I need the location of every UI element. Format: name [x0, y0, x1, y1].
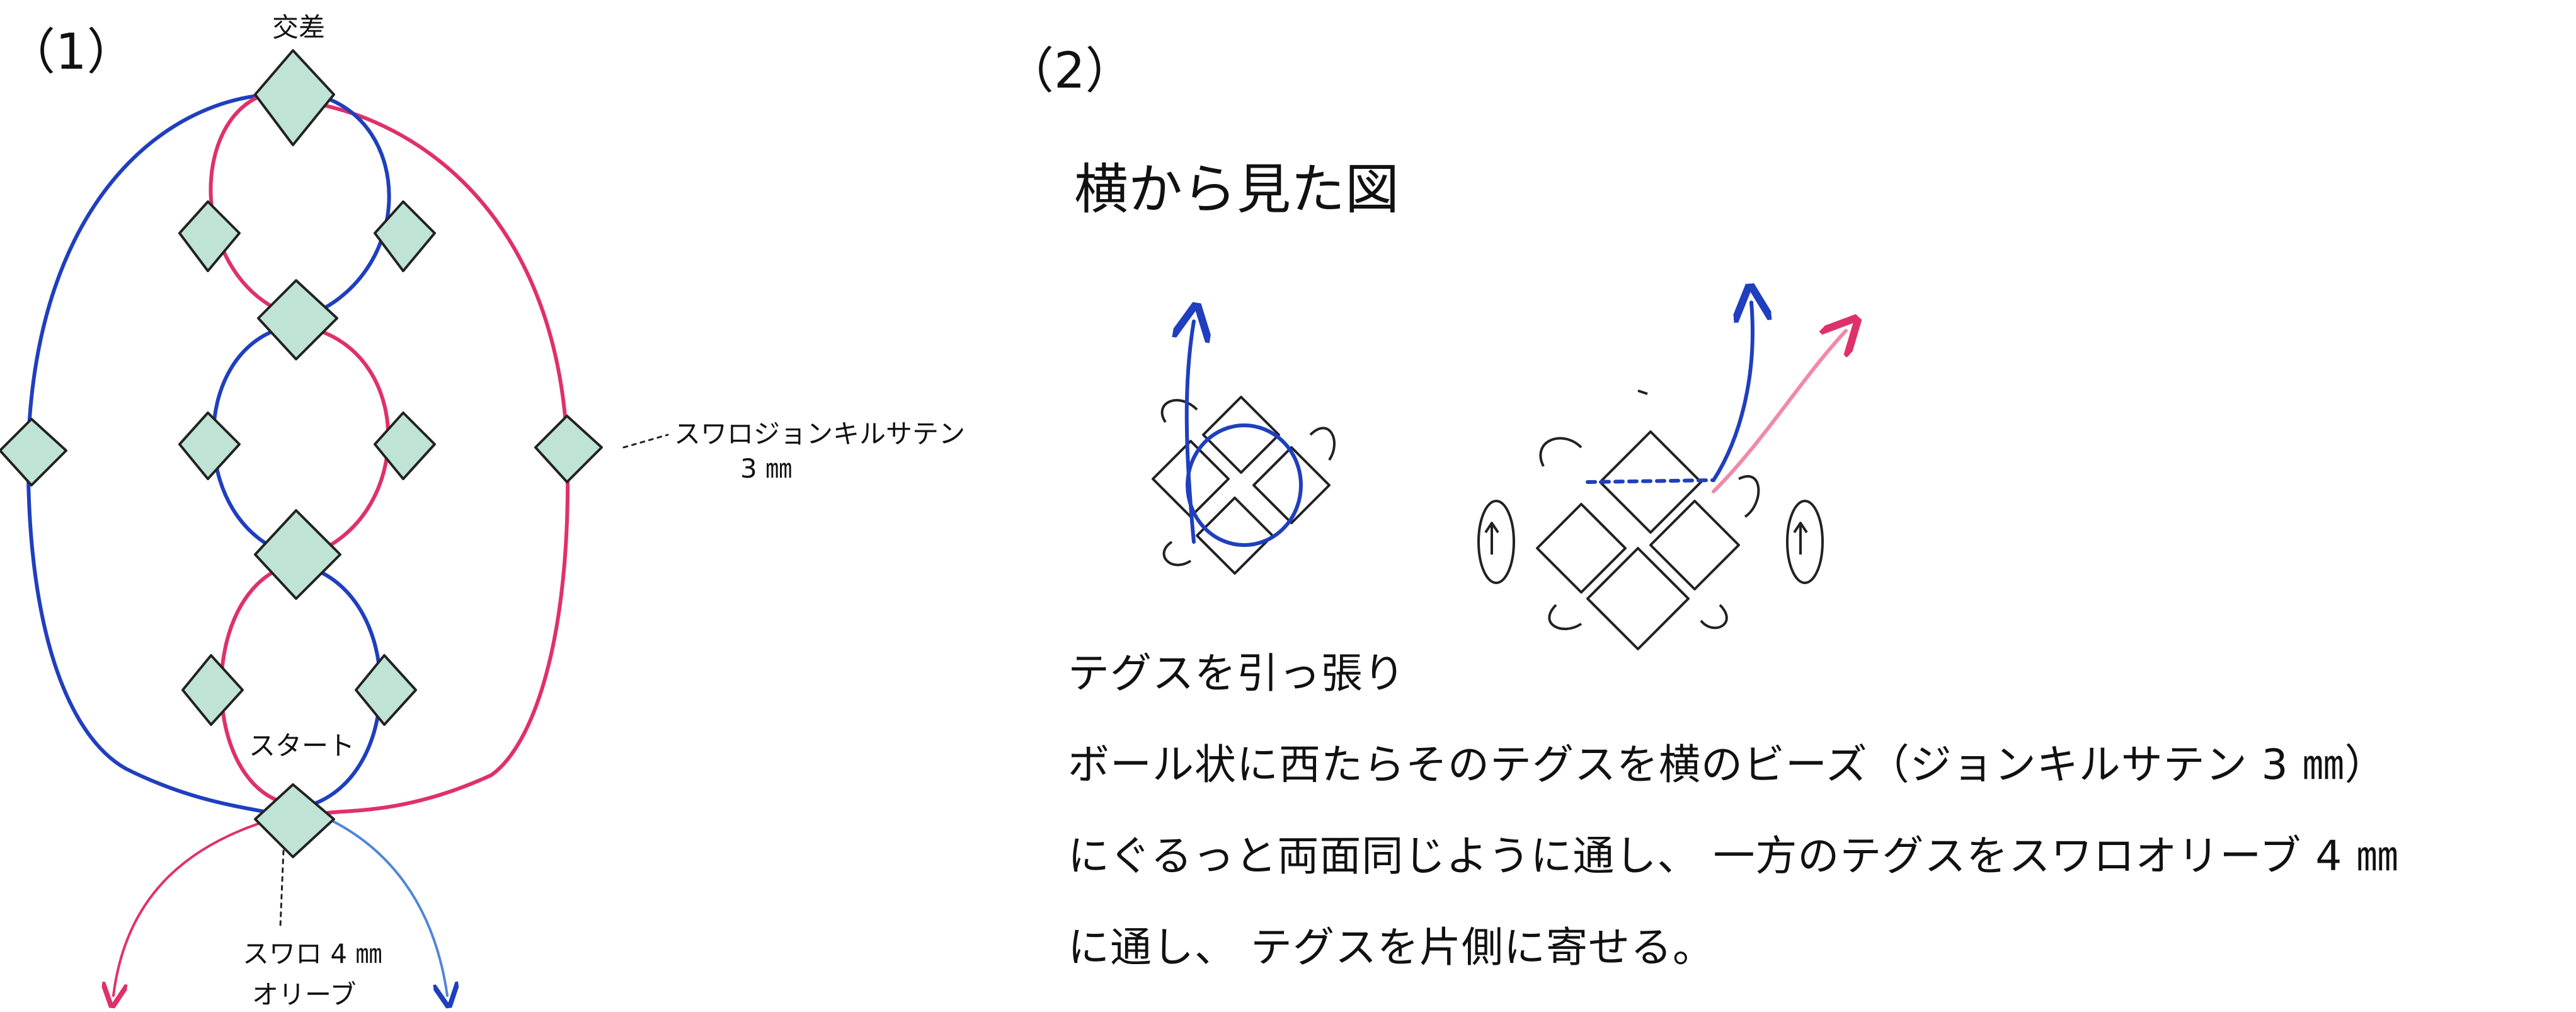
pink-thread-outer [294, 99, 570, 815]
figure-2-ball-1 [1152, 396, 1336, 575]
label-side-bead-size: 3 ㎜ [740, 453, 793, 484]
bead-upper-left [178, 200, 241, 272]
bead-mid-left [178, 411, 241, 480]
label-bottom-bead-color: オリーブ [252, 979, 357, 1010]
bead-mid-right [374, 411, 436, 480]
beads-figure-1 [0, 49, 603, 858]
bead-top [254, 49, 335, 146]
label-bottom-bead: スワロ 4 ㎜ [243, 938, 382, 969]
bead-upper-right [374, 200, 436, 272]
step-number-2: （2） [1005, 43, 1135, 100]
bead-lower-right [355, 654, 417, 726]
label-side-bead: スワロジョンキルサテン [674, 418, 966, 449]
bead-lower-left [181, 654, 244, 726]
label-crossing: 交差 [272, 12, 326, 43]
instruction-line-4: に通し、 テグスを片側に寄せる。 [1068, 923, 1715, 972]
pink-tail [113, 812, 297, 996]
bead-outer-right [534, 415, 603, 483]
pink-thread-top-left [209, 93, 292, 317]
blue-thread-outer [26, 93, 273, 815]
label-start: スタート [249, 730, 355, 761]
step-number-1: （1） [6, 24, 136, 81]
heading-side-view: 横から見た図 [1074, 158, 1399, 221]
figure-2-ball-1-thread [1187, 321, 1303, 547]
instruction-line-2: ボール状に西たらそのテグスを横のビーズ（ジョンキルサテン 3 ㎜） [1068, 740, 2387, 789]
bead-center-2 [254, 509, 341, 600]
blue-thread-top-right [301, 93, 391, 320]
bead-center-1 [257, 279, 338, 360]
instruction-line-1: テグスを引っ張り [1068, 649, 1405, 698]
bead-outer-left [0, 418, 67, 486]
figure-1 [26, 93, 669, 996]
bead-start [254, 783, 335, 858]
blue-tail [314, 812, 447, 996]
figure-2-ball-2 [1477, 389, 1824, 650]
figure-2-ball-2-thread [1586, 302, 1846, 493]
instruction-line-3: にぐるっと両面同じように通し、 一方のテグスをスワロオリーブ 4 ㎜ [1068, 832, 2399, 880]
